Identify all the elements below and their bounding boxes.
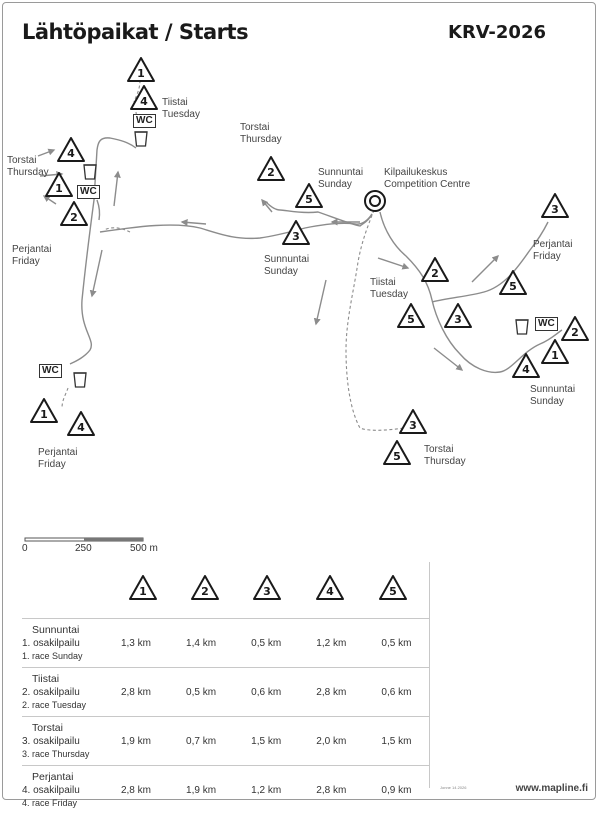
start-triangle-1: 1 bbox=[542, 340, 568, 363]
distance-cell: 0,6 km bbox=[234, 668, 299, 717]
credit: Jonne 14.2026 bbox=[440, 785, 466, 790]
start-number: 2 bbox=[571, 326, 579, 339]
competition-centre-symbol bbox=[365, 191, 385, 211]
distance-cell: 2,8 km bbox=[299, 668, 364, 717]
distance-cell: 1,5 km bbox=[364, 717, 429, 766]
toilet-cup-icon bbox=[84, 165, 97, 179]
start-triangle-2: 2 bbox=[562, 317, 588, 340]
scale-label-500: 500 m bbox=[130, 543, 158, 554]
toilet-cup-icon bbox=[516, 320, 529, 334]
start-number: 1 bbox=[40, 408, 48, 421]
distance-cell: 0,5 km bbox=[364, 619, 429, 668]
start-triangle-5: 5 bbox=[500, 271, 526, 294]
start-number: 4 bbox=[140, 95, 148, 108]
start-number: 3 bbox=[292, 230, 300, 243]
distance-cell: 1,2 km bbox=[299, 619, 364, 668]
start-number: 3 bbox=[409, 419, 417, 432]
wc-sign: WC bbox=[39, 364, 62, 378]
start-triangle-5: 5 bbox=[398, 304, 424, 327]
start-number: 1 bbox=[137, 67, 145, 80]
distance-cell: 2,0 km bbox=[299, 717, 364, 766]
start-triangle-3: 3 bbox=[542, 194, 568, 217]
start-number: 5 bbox=[305, 193, 313, 206]
distance-cell: 2,8 km bbox=[299, 766, 364, 814]
start-number: 2 bbox=[431, 267, 439, 280]
distance-cell: 1,3 km bbox=[103, 619, 168, 668]
distance-cell: 1,9 km bbox=[169, 766, 234, 814]
start-number: 4 bbox=[67, 147, 75, 160]
start-number: 3 bbox=[551, 203, 559, 216]
start-triangle-2: 2 bbox=[258, 157, 284, 180]
map-title: Lähtöpaikat / Starts bbox=[22, 20, 248, 44]
start-triangle-1: 1 bbox=[46, 173, 72, 196]
start-triangle-4: 4 bbox=[68, 412, 94, 435]
wc-sign: WC bbox=[77, 185, 100, 199]
scale-label-250: 250 bbox=[75, 543, 92, 554]
start-number: 2 bbox=[267, 166, 275, 179]
distance-cell: 2,8 km bbox=[103, 668, 168, 717]
wc-sign: WC bbox=[535, 317, 558, 331]
event-code: KRV-2026 bbox=[448, 22, 546, 43]
scale-label-0: 0 bbox=[22, 543, 28, 554]
distance-cell: 1,5 km bbox=[234, 717, 299, 766]
toilet-cup-icon bbox=[135, 132, 148, 146]
distance-cell: 0,6 km bbox=[364, 668, 429, 717]
start-triangle-4: 4 bbox=[131, 86, 157, 109]
distance-cell: 0,7 km bbox=[169, 717, 234, 766]
start-triangle-5: 5 bbox=[384, 441, 410, 464]
start-number: 2 bbox=[70, 211, 78, 224]
start-number: 5 bbox=[407, 313, 415, 326]
start-number: 5 bbox=[509, 280, 517, 293]
start-number: 4 bbox=[77, 421, 85, 434]
brand-link[interactable]: www.mapline.fi bbox=[516, 783, 588, 794]
distance-cell: 2,8 km bbox=[103, 766, 168, 814]
start-number: 3 bbox=[454, 313, 462, 326]
start-number: 1 bbox=[551, 349, 559, 362]
start-triangle-2: 2 bbox=[61, 202, 87, 225]
start-triangle-2: 2 bbox=[422, 258, 448, 281]
distance-cell: 0,5 km bbox=[169, 668, 234, 717]
scale-bar bbox=[25, 538, 143, 541]
start-number: 5 bbox=[393, 450, 401, 463]
distance-cell: 0,9 km bbox=[364, 766, 429, 814]
start-number: 4 bbox=[522, 363, 530, 376]
wc-sign: WC bbox=[133, 114, 156, 128]
start-triangle-3: 3 bbox=[400, 410, 426, 433]
distance-cell: 0,5 km bbox=[234, 619, 299, 668]
start-triangle-1: 1 bbox=[128, 58, 154, 81]
table-header-row bbox=[22, 566, 429, 619]
start-triangle-4: 4 bbox=[513, 354, 539, 377]
start-triangle-4: 4 bbox=[58, 138, 84, 161]
toilet-cup-icon bbox=[74, 373, 87, 387]
distance-cell: 1,4 km bbox=[169, 619, 234, 668]
distance-cell: 1,2 km bbox=[234, 766, 299, 814]
distance-cell: 1,9 km bbox=[103, 717, 168, 766]
start-number: 1 bbox=[55, 182, 63, 195]
dashed-paths bbox=[62, 80, 404, 430]
start-triangle-3: 3 bbox=[445, 304, 471, 327]
start-triangle-1: 1 bbox=[31, 399, 57, 422]
